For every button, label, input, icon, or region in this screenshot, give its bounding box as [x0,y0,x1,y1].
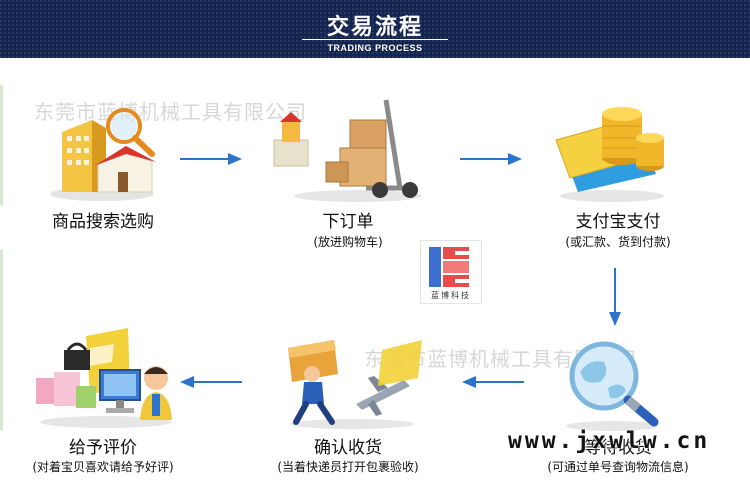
shopping-computer-icon [36,328,172,428]
building-search-icon [50,108,156,201]
step-label: 支付宝支付 [575,212,661,232]
arrow-left-icon [462,376,524,388]
step-note: (对着宝贝喜欢请给予好评) [32,460,174,474]
page-title: 交易流程 [326,15,423,40]
step-label: 给予评价 [69,438,137,458]
step-note: (可通过单号查询物流信息) [547,460,689,474]
courier-delivery-icon [288,340,422,429]
cart-boxes-icon [273,99,422,202]
magnifier-globe-icon [566,341,659,431]
step-label: 商品搜索选购 [52,212,154,232]
watermark-company: 东莞市蓝博机械工具有限公司 [34,100,307,124]
logo-caption: 蓝博科技 [431,291,471,300]
arrow-left-icon [180,376,242,388]
step-label: 等待收货 [584,438,652,458]
logo-mark-icon [429,247,469,287]
step-note: (放进购物车) [313,235,383,249]
company-logo: 蓝博科技 [420,240,482,304]
arrow-down-icon [609,268,621,326]
step-label: 下订单 [322,212,374,232]
left-edge-line [0,250,3,430]
step-note: (或汇款、货到付款) [565,235,671,249]
step-note: (当着快递员打开包裹验收) [277,460,419,474]
arrow-right-icon [180,153,242,165]
page-subtitle: TRADING PROCESS [327,43,423,53]
coins-card-icon [555,107,664,202]
left-edge-line [0,85,3,205]
arrow-right-icon [460,153,522,165]
watermark-site-url: www.jxwlw.cn [508,428,711,454]
step-label: 确认收货 [314,438,382,458]
title-divider [302,39,448,40]
header-banner: 交易流程 TRADING PROCESS [0,0,750,58]
